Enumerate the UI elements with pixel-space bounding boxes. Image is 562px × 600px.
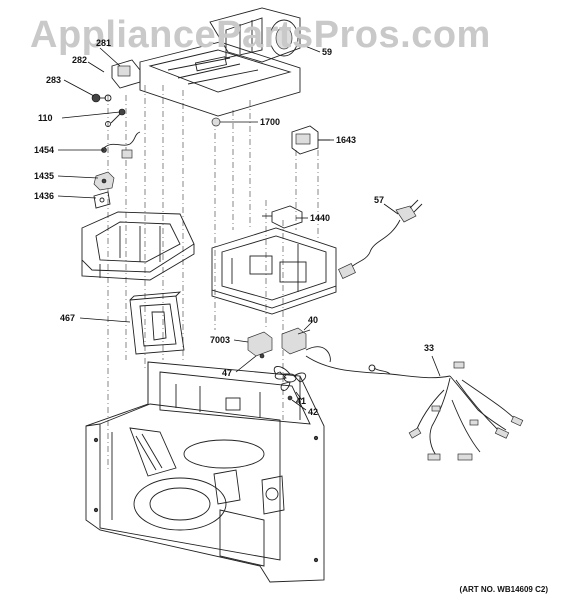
fuse-clip-part [105, 108, 126, 127]
callout-47: 47 [222, 368, 233, 378]
art-number: (ART NO. WB14609 C2) [459, 585, 548, 594]
switch-part [93, 171, 115, 191]
callout-7003: 7003 [210, 335, 231, 345]
leader-lines [57, 43, 441, 411]
callout-1700: 1700 [260, 117, 281, 127]
thermostat-bracket-part [91, 59, 141, 103]
assembly-guide-lines [107, 85, 319, 470]
callout-1454: 1454 [34, 145, 55, 155]
bracket-1440-part [262, 205, 303, 229]
grille-frame-part [129, 291, 185, 355]
wire-harness-part [305, 346, 524, 461]
callout-41: 41 [296, 396, 307, 406]
air-duct-part [81, 211, 195, 281]
callout-1435: 1435 [34, 171, 55, 181]
callout-281: 281 [96, 38, 112, 48]
callout-57: 57 [374, 195, 385, 205]
watermark-logo: AppliancePartsPros.com [30, 14, 491, 56]
thermal-cutoff-part [101, 131, 141, 159]
callout-1643: 1643 [336, 135, 357, 145]
callout-33: 33 [424, 343, 435, 353]
control-housing-part [211, 227, 337, 315]
top-plate-part [139, 41, 301, 117]
callout-1440: 1440 [310, 213, 331, 223]
callout-110: 110 [38, 113, 53, 123]
callout-1436: 1436 [34, 191, 55, 201]
power-cord-part [338, 199, 423, 279]
switch-bracket-part [93, 191, 111, 209]
callout-40: 40 [308, 315, 319, 325]
callout-283: 283 [46, 75, 62, 85]
callout-282: 282 [72, 55, 88, 65]
fan-blade-part [273, 366, 307, 401]
oven-cavity-part [85, 361, 325, 583]
callout-59: 59 [322, 47, 333, 57]
callout-467: 467 [60, 313, 76, 323]
callout-42: 42 [308, 407, 319, 417]
blower-motor-part [209, 7, 301, 63]
relay-board-part [247, 327, 311, 359]
